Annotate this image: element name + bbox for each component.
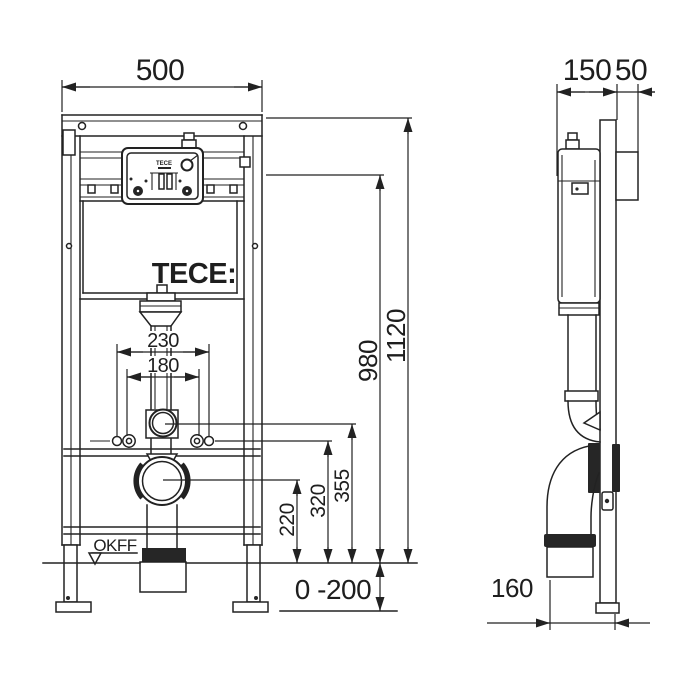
- foot-plate-left: [55, 601, 92, 613]
- dim-label-50: 50: [615, 54, 647, 87]
- dim-label-180: 180: [147, 355, 179, 377]
- cistern-profile: [557, 132, 601, 316]
- flush-bend-connection: [145, 408, 179, 439]
- dim-label-320: 320: [307, 484, 330, 518]
- dim-label-980: 980: [353, 340, 383, 382]
- top-fitting: [183, 132, 195, 141]
- drain-connection: [133, 453, 191, 593]
- drain-pipe-sleeve: [139, 561, 187, 593]
- side-view: 150 50 160: [487, 54, 655, 630]
- screw-hole-right: [238, 121, 248, 131]
- frame-structure: [55, 114, 269, 613]
- dimension-foot-adjustment: 0 -200: [295, 563, 385, 611]
- dimension-pipe-spans: 230 180: [116, 330, 210, 436]
- dim-label-150: 150: [563, 54, 612, 87]
- fixing-bolts: [90, 434, 215, 448]
- dimension-frame-width: 500: [61, 54, 263, 112]
- wall-rail: [595, 119, 639, 614]
- dim-label-220: 220: [276, 503, 299, 537]
- drain-pipe-seal: [142, 548, 186, 562]
- dimension-depth: 150 50: [556, 54, 655, 176]
- dim-label-230: 230: [147, 330, 179, 352]
- floor-level: OKFF: [42, 536, 418, 612]
- drain-bend-profile: [544, 443, 620, 578]
- dim-label-160: 160: [491, 573, 533, 603]
- foot-plate-right: [232, 601, 269, 613]
- control-box: TECE: [121, 132, 204, 205]
- flush-pipe-assembly: [138, 284, 183, 458]
- dim-label-355: 355: [331, 469, 354, 503]
- actuator-logo: TECE: [156, 161, 172, 167]
- wall-outlet-box: [615, 151, 639, 201]
- level-marker-triangle: [87, 552, 103, 566]
- flush-pipe-profile: [564, 314, 602, 443]
- rail-clip: [62, 129, 76, 156]
- floor-level-label: OKFF: [93, 536, 136, 555]
- front-view: TECE: TECE: [42, 54, 418, 613]
- valve-knob: [180, 158, 194, 172]
- foot-left: [63, 544, 78, 603]
- dim-label-1120: 1120: [381, 309, 411, 363]
- dim-label-500: 500: [136, 54, 185, 87]
- dimension-drain-offset: 160: [487, 573, 650, 630]
- dim-label-0-200: 0 -200: [295, 574, 371, 605]
- foot-right: [246, 544, 261, 603]
- screw-hole-left: [77, 121, 87, 131]
- dimension-heights: 220 320 355 980 1120: [163, 117, 413, 563]
